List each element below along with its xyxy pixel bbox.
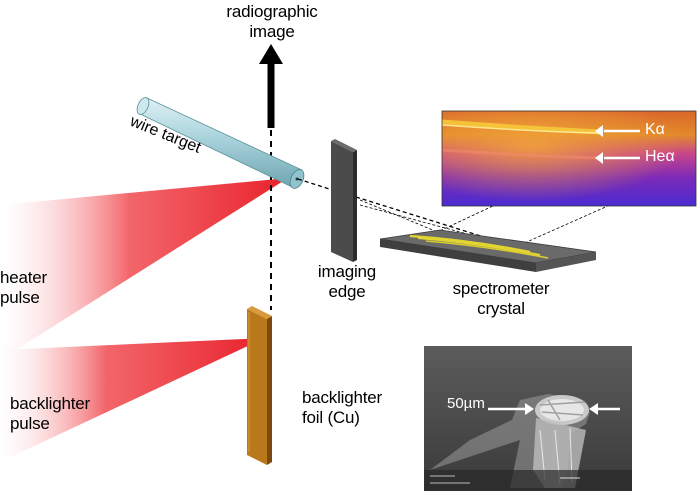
imaging-edge-label: imaging edge: [312, 262, 382, 302]
backlighter-foil-label: backlighter foil (Cu): [302, 388, 412, 428]
backlighter-foil-label-line1: backlighter: [302, 388, 383, 407]
spectrum-inset: [441, 110, 697, 207]
radiographic-image-label: radiographic image: [222, 2, 322, 42]
backlighter-pulse-label: backlighter pulse: [10, 394, 120, 434]
inset-connector-3: [359, 199, 441, 234]
spectrometer-crystal-label-line1: spectrometer: [452, 279, 550, 298]
backlighter-foil: [247, 306, 272, 465]
backlighter-pulse-label-line2: pulse: [10, 414, 50, 433]
k-alpha-label: Kα: [645, 121, 665, 138]
imaging-edge-label-line1: imaging: [317, 262, 377, 281]
spectrometer-crystal-label: spectrometer crystal: [446, 279, 556, 319]
backlighter-foil-label-line2: foil (Cu): [302, 408, 360, 427]
backlighter-pulse-beam: [0, 338, 265, 462]
heater-pulse-label-line1: heater: [0, 268, 48, 287]
xray-path-line: [297, 178, 346, 195]
sem-scale-label: 50µm: [447, 395, 485, 412]
backlighter-pulse-label-line1: backlighter: [10, 394, 91, 413]
imaging-edge-label-line2: edge: [328, 282, 366, 301]
imaging-edge-plate: [331, 139, 357, 262]
sem-inset: [424, 346, 632, 491]
radiographic-image-label-line2: image: [249, 22, 295, 41]
wire-target: [136, 97, 305, 189]
radiographic-image-arrowhead: [259, 44, 283, 64]
spectrometer-crystal-label-line2: crystal: [477, 299, 525, 318]
heater-pulse-label-line2: pulse: [0, 288, 40, 307]
inset-connector-2: [519, 204, 611, 246]
radiographic-image-label-line1: radiographic: [226, 2, 318, 21]
spectrometer-crystal: [379, 229, 597, 272]
inset-connector-4: [359, 204, 546, 256]
he-alpha-label: Heα: [645, 148, 675, 165]
heater-pulse-beam: [0, 178, 288, 360]
heater-pulse-label: heater pulse: [0, 268, 80, 308]
